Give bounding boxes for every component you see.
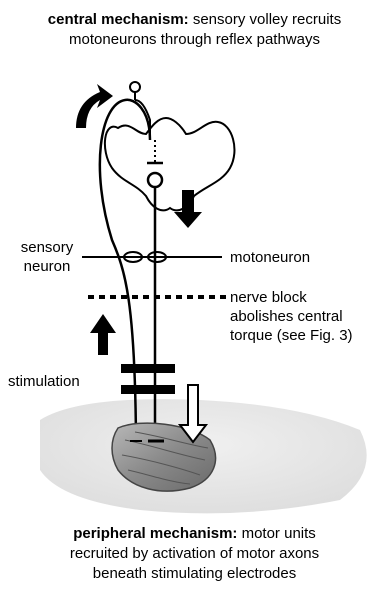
nerve-block-label-line2: abolishes central [230,307,353,326]
afferent-volley-arrow [90,314,116,355]
sensory-label-line2: neuron [8,257,86,276]
bottom-caption-line1: peripheral mechanism: motor units [0,524,389,544]
peripheral-mechanism-caption: peripheral mechanism: motor units recrui… [0,524,389,584]
spinal-cord-gray-matter [105,118,235,210]
bottom-caption-line2: recruited by activation of motor axons [0,544,389,564]
peripheral-mechanism-heading: peripheral mechanism: [73,525,237,542]
stimulating-electrode-upper [121,364,175,373]
motoneuron-label: motoneuron [230,248,310,267]
bottom-caption-line3: beneath stimulating electrodes [0,564,389,584]
stimulation-label: stimulation [8,372,80,391]
nerve-block-label-line1: nerve block [230,288,353,307]
sensory-label-line1: sensory [8,238,86,257]
bottom-caption-line1-rest: motor units [237,525,315,542]
dorsal-root-ganglion-soma [130,82,140,92]
nerve-block-label: nerve block abolishes central torque (se… [230,288,353,345]
motoneuron-soma [148,173,162,187]
stimulating-electrode-lower [121,385,175,394]
sensory-neuron-label: sensory neuron [8,238,86,276]
ascending-curved-arrow [76,84,113,128]
nerve-block-label-line3: torque (see Fig. 3) [230,326,353,345]
